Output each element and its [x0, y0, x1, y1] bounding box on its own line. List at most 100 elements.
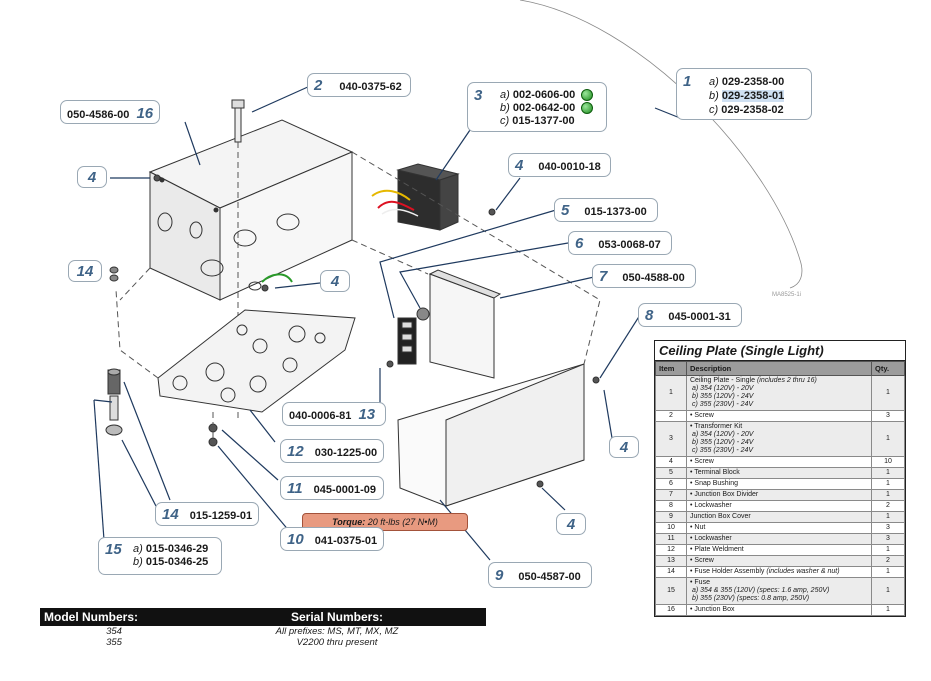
- part-number-selected[interactable]: 029-2358-01: [721, 90, 785, 102]
- part-number: 045-0001-09: [313, 484, 377, 496]
- item-cell: 5: [655, 467, 687, 479]
- junction-box-part: [148, 119, 354, 301]
- item-cell: 14: [655, 566, 687, 578]
- qty-cell: 3: [871, 410, 905, 422]
- header-item: Item: [655, 361, 687, 376]
- item-cell: 15: [655, 577, 687, 605]
- serial-numbers-header: Serial Numbers:: [188, 608, 486, 626]
- item-number: 4: [515, 157, 524, 174]
- description-cell: • Screw: [686, 456, 872, 468]
- callout-item-5: 5 015-1373-00: [554, 198, 658, 222]
- callout-item-7: 7 050-4588-00: [592, 264, 696, 288]
- part-number: 041-0375-01: [314, 535, 378, 547]
- serial-range: V2200 thru present: [296, 637, 378, 648]
- callout-item-4-a: 4: [77, 166, 107, 188]
- description-cell: • Lockwasher: [686, 500, 872, 512]
- description-cell: • Snap Bushing: [686, 478, 872, 490]
- leader-lines: [93, 85, 681, 561]
- description-text: • Junction Box Divider: [690, 491, 759, 498]
- model-number: 355: [106, 637, 122, 648]
- transformer-part: [371, 163, 460, 231]
- part-number: 045-0001-31: [668, 311, 731, 323]
- item-number: 14: [76, 263, 94, 280]
- qty-cell: 1: [871, 467, 905, 479]
- description-subline: a) 354 & 355 (120V) (specs: 1.6 amp, 250…: [692, 587, 830, 594]
- qty-cell: 1: [871, 544, 905, 556]
- item-number: 15: [105, 541, 122, 558]
- table-row: 5• Terminal Block 1: [655, 467, 905, 479]
- description-cell: • Junction Box: [686, 604, 872, 616]
- callout-item-2: 2 040-0375-62: [307, 73, 411, 97]
- callout-item-4-d: 4: [609, 436, 639, 458]
- item-number: 6: [575, 235, 584, 252]
- description-cell: Junction Box Cover: [686, 511, 872, 523]
- callout-item-4-b: 4 040-0010-18: [508, 153, 611, 177]
- description-subline: b) 355 (120V) - 24V: [692, 393, 754, 400]
- parts-table: Ceiling Plate (Single Light) Item Descri…: [654, 340, 906, 617]
- part-number: 015-1259-01: [189, 510, 253, 522]
- description-subline: b) 355 (120V) - 24V: [692, 439, 754, 446]
- qty-cell: 1: [871, 478, 905, 490]
- table-row: 2• Screw 3: [655, 410, 905, 422]
- description-text: • Terminal Block: [690, 469, 740, 476]
- description-text: • Lockwasher: [690, 535, 732, 542]
- item-number: 4: [87, 169, 97, 186]
- callout-item-15: 15 a) 015-0346-29 b) 015-0346-25: [98, 537, 222, 575]
- item-cell: 2: [655, 410, 687, 422]
- part-number: 053-0068-07: [598, 239, 661, 251]
- sub-label: b): [500, 102, 510, 114]
- item-number: 4: [566, 516, 576, 533]
- item-number: 10: [287, 531, 304, 548]
- item-number: 11: [287, 480, 303, 497]
- callout-item-14-a: 14: [68, 260, 102, 282]
- serial-range: All prefixes: MS, MT, MX, MZ: [275, 626, 399, 637]
- item-number: 7: [599, 268, 608, 285]
- item-cell: 16: [655, 604, 687, 616]
- description-subline: a) 354 (120V) - 20V: [692, 431, 754, 438]
- description-cell: • Terminal Block: [686, 467, 872, 479]
- part-number: 029-2358-00: [721, 76, 785, 88]
- description-note: (includes washer & nut): [766, 568, 840, 575]
- description-cell: • Screw: [686, 410, 872, 422]
- callout-item-4-c: 4: [320, 270, 350, 292]
- description-note: (includes 2 thru 16): [756, 377, 817, 384]
- item-cell: 11: [655, 533, 687, 545]
- qty-cell: 3: [871, 522, 905, 534]
- part-number: 030-1225-00: [314, 447, 378, 459]
- item-number: 2: [314, 77, 323, 94]
- description-cell: • Plate Weldment: [686, 544, 872, 556]
- item-number: 4: [330, 273, 340, 290]
- description-cell: • Screw: [686, 555, 872, 567]
- item-number: 1: [683, 73, 692, 90]
- part-number: 015-1377-00: [512, 115, 575, 127]
- item-cell: 12: [655, 544, 687, 556]
- assembly-lines: [115, 151, 601, 440]
- sub-label: a): [500, 89, 510, 101]
- description-text: • Screw: [690, 412, 714, 419]
- callout-item-16: 050-4586-00 16: [60, 100, 160, 124]
- item-cell: 6: [655, 478, 687, 490]
- callout-item-14-b: 14 015-1259-01: [155, 502, 259, 526]
- item-number: 12: [287, 443, 304, 460]
- item-number: 5: [561, 202, 570, 219]
- qty-cell: 1: [871, 604, 905, 616]
- part-number: 015-1373-00: [584, 206, 647, 218]
- item-cell: 7: [655, 489, 687, 501]
- description-text: • Junction Box: [690, 606, 735, 613]
- qty-cell: 1: [871, 489, 905, 501]
- description-text: • Snap Bushing: [690, 480, 738, 487]
- item-cell: 9: [655, 511, 687, 523]
- led-indicator-icon: [581, 89, 594, 102]
- item-number: 9: [495, 567, 504, 584]
- item-number: 4: [619, 439, 629, 456]
- part-number: 050-4588-00: [622, 272, 685, 284]
- callout-item-3: 3 a) 002-0606-00 b) 002-0642-00 c) 015-1…: [467, 82, 607, 132]
- table-row: 16• Junction Box 1: [655, 604, 905, 616]
- junction-box-cover-part: [397, 363, 585, 507]
- item-number: 3: [474, 87, 483, 104]
